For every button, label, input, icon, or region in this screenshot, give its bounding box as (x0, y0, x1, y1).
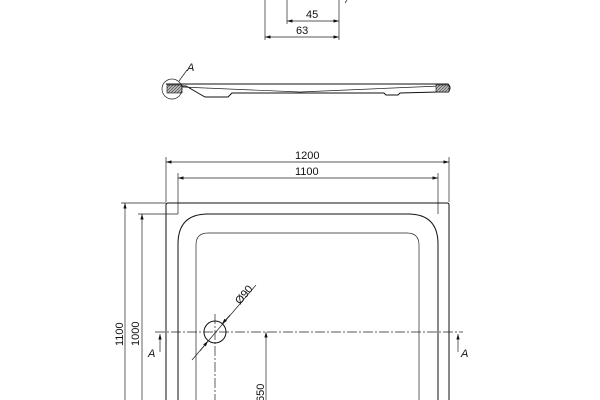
dim-1100-depth: 1100 (114, 322, 126, 346)
section-markers: A A (147, 334, 468, 360)
detail-a-circle (161, 78, 183, 100)
plan-width-dimensions: 1200 1100 (165, 150, 450, 214)
detail-a-label: A (186, 62, 194, 74)
dim-63: 63 (296, 25, 308, 37)
side-profile: A (161, 62, 451, 100)
dim-650: 650 (255, 384, 267, 400)
dim-1000: 1000 (130, 322, 142, 346)
plan-depth-dimensions: 1100 1000 650 (114, 202, 268, 400)
dim-1100-width: 1100 (295, 166, 319, 178)
dim-drain-diameter: Ø90 (233, 283, 256, 307)
section-marker-right: A (460, 348, 468, 360)
detail-dimensions: 45 63 (264, 0, 348, 40)
dim-1200: 1200 (295, 150, 319, 162)
dim-45: 45 (306, 9, 318, 21)
drain-circle (203, 320, 227, 344)
section-marker-left: A (147, 348, 155, 360)
plan-view: Ø90 (155, 202, 463, 400)
